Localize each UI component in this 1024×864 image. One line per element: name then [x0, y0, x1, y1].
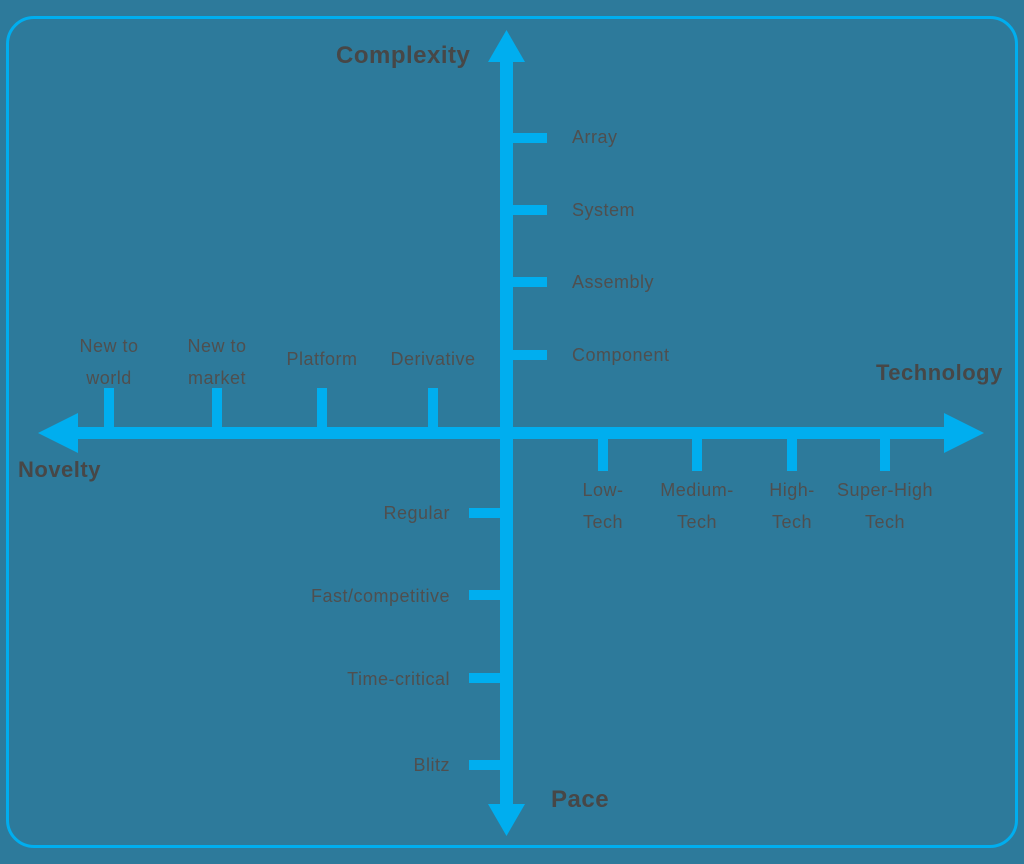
- right-arrowhead-icon: [944, 413, 984, 453]
- rounded-border: [6, 16, 1018, 848]
- axis-lines: [38, 30, 984, 836]
- label-line: world: [86, 368, 132, 388]
- label-line: New to: [187, 336, 247, 356]
- technology-tick-label-high-tech: High- Tech: [722, 474, 862, 538]
- label-line: market: [187, 368, 246, 388]
- technology-tick-label-low-tech: Low- Tech: [533, 474, 673, 538]
- complexity-axis-title: Complexity: [336, 42, 471, 69]
- label-line: Medium-: [660, 480, 734, 500]
- up-arrowhead-icon: [488, 30, 525, 62]
- technology-tick-label-medium-tech: Medium- Tech: [627, 474, 767, 538]
- novelty-tick-label-platform: Platform: [286, 349, 358, 369]
- novelty-axis-title: Novelty: [18, 457, 101, 482]
- complexity-tick-label-array: Array: [572, 127, 618, 147]
- pace-tick-label-time-critical: Time-critical: [347, 669, 450, 689]
- pace-axis-title: Pace: [551, 786, 610, 813]
- label-line: High-: [769, 480, 815, 500]
- novelty-tick-label-new-to-world: New to world: [39, 330, 179, 394]
- novelty-tick-label-derivative: Derivative: [390, 349, 476, 369]
- label-line: Tech: [582, 512, 624, 532]
- pace-ticks: [469, 508, 505, 770]
- label-line: New to: [79, 336, 139, 356]
- complexity-tick-label-component: Component: [572, 345, 670, 365]
- complexity-tick-label-assembly: Assembly: [572, 272, 655, 292]
- complexity-ticks: [508, 133, 547, 360]
- technology-axis-title: Technology: [876, 360, 1003, 385]
- pace-tick-label-fast-competitive: Fast/competitive: [310, 586, 450, 606]
- down-arrowhead-icon: [488, 804, 525, 836]
- label-line: Tech: [864, 512, 906, 532]
- technology-ticks: [598, 436, 890, 471]
- pace-tick-label-blitz: Blitz: [413, 755, 450, 775]
- complexity-tick-label-system: System: [572, 200, 636, 220]
- label-line: Super-High: [836, 480, 934, 500]
- label-line: Tech: [771, 512, 813, 532]
- left-arrowhead-icon: [38, 413, 78, 453]
- label-line: Low-: [582, 480, 624, 500]
- novelty-ticks: [104, 388, 438, 430]
- label-line: Tech: [676, 512, 718, 532]
- novelty-tick-label-new-to-market: New to market: [147, 330, 287, 394]
- technology-tick-label-super-high-tech: Super-High Tech: [815, 474, 955, 538]
- pace-tick-label-regular: Regular: [383, 503, 450, 523]
